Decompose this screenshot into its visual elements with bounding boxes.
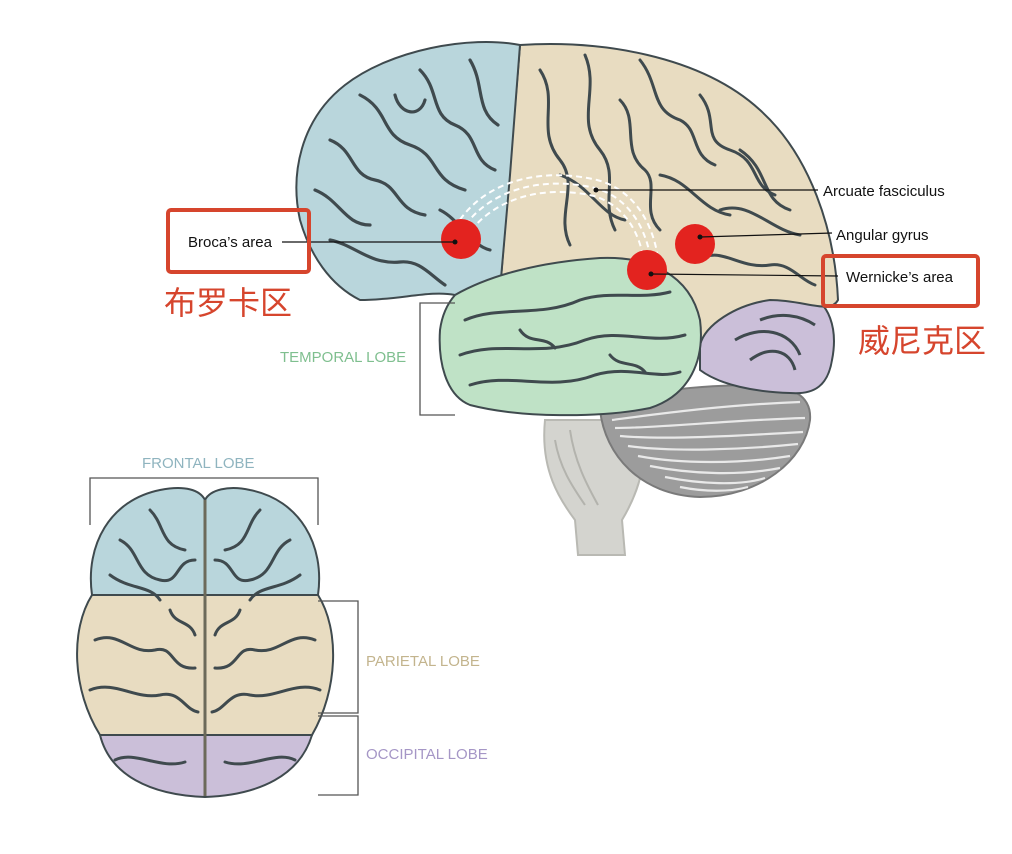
wernicke-leader-line xyxy=(650,273,839,277)
wernicke-area-label: Wernicke’s area xyxy=(846,269,954,286)
cerebellum xyxy=(598,383,812,499)
broca-area-label: Broca’s area xyxy=(188,234,273,251)
occipital-lobe-label: OCCIPITAL LOBE xyxy=(366,746,488,763)
frontal-lobe-label: FRONTAL LOBE xyxy=(142,455,255,472)
angular-gyrus-marker xyxy=(675,224,715,264)
broca-area-label-cn: 布罗卡区 xyxy=(164,284,292,322)
angular-leader-line xyxy=(699,232,833,238)
lateral-brain-view xyxy=(282,40,840,556)
cerebellum-folia xyxy=(611,400,806,492)
wernicke-highlight-box xyxy=(821,254,980,308)
frontal-sulci xyxy=(313,58,500,287)
brainstem-ridges xyxy=(554,429,599,506)
superior-brain-view xyxy=(76,487,335,799)
wernicke-area-label-cn: 威尼克区 xyxy=(858,322,986,360)
leader-dots xyxy=(452,187,703,277)
temporal-lobe-bracket xyxy=(419,302,455,416)
parietal-sulci xyxy=(538,53,817,287)
temporal-lobe-label: TEMPORAL LOBE xyxy=(280,349,406,366)
broca-area-marker xyxy=(441,219,481,259)
broca-highlight-box xyxy=(166,208,311,274)
arcuate-fasciculus-tract xyxy=(449,174,660,271)
temporal-lobe xyxy=(438,256,702,417)
frontal-lobe-bracket xyxy=(89,477,319,525)
top-view-sulci xyxy=(88,508,322,766)
arcuate-fasciculus-label: Arcuate fasciculus xyxy=(823,183,945,200)
temporal-sulci xyxy=(458,290,687,387)
occipital-sulci xyxy=(734,313,816,371)
wernicke-area-marker xyxy=(627,250,667,290)
parietal-lobe-label: PARIETAL LOBE xyxy=(366,653,480,670)
occipital-lobe-bracket xyxy=(318,715,359,796)
angular-gyrus-label: Angular gyrus xyxy=(836,227,929,244)
parietal-lobe-bracket xyxy=(318,600,359,714)
